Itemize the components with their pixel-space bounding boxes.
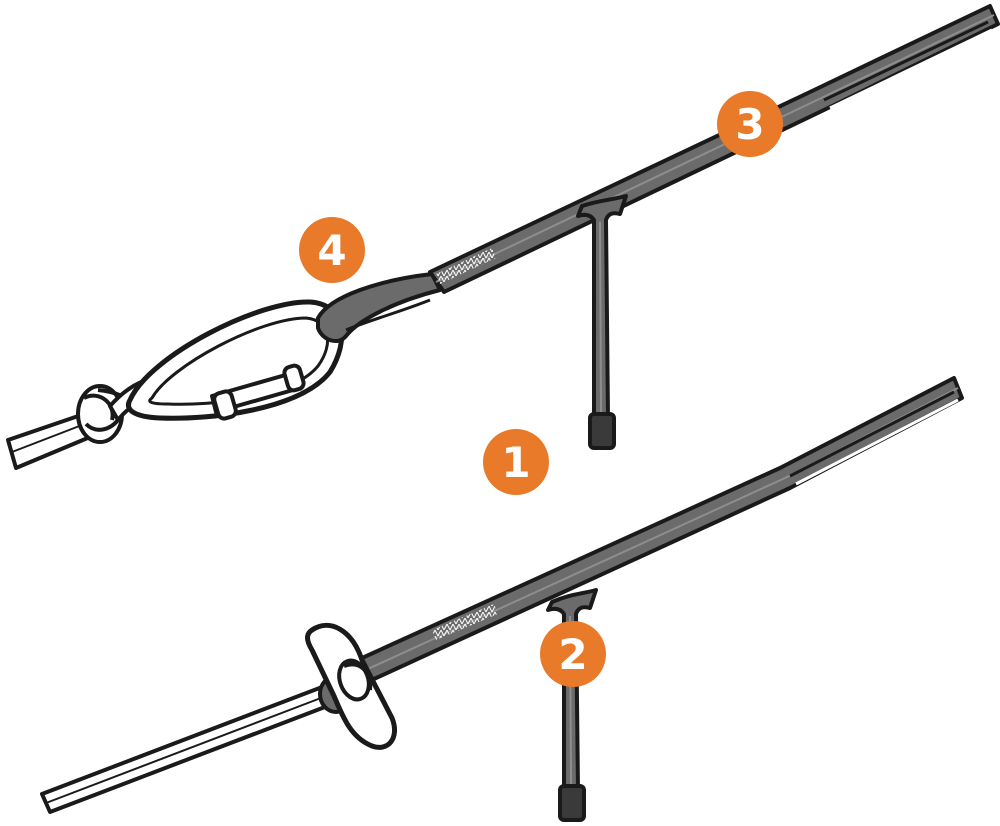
callout-1-label: 1 xyxy=(501,438,530,487)
callout-2-label: 2 xyxy=(558,630,587,679)
bottom-guyline-assembly xyxy=(40,376,964,822)
bottom-branch-stake xyxy=(546,588,598,822)
top-strap-loop xyxy=(316,272,442,344)
callout-1: 1 xyxy=(483,429,549,495)
callout-2: 2 xyxy=(540,621,606,687)
callout-3-label: 3 xyxy=(735,100,764,149)
carabiner-icon xyxy=(126,299,345,421)
top-branch-stake xyxy=(576,194,628,450)
cord-tensioner-icon xyxy=(305,622,397,750)
top-stitching xyxy=(436,248,496,284)
bottom-stitching xyxy=(432,604,498,640)
bottom-cord xyxy=(40,682,340,814)
top-strap xyxy=(428,4,1000,294)
callout-3: 3 xyxy=(717,91,783,157)
callout-4-label: 4 xyxy=(317,226,346,275)
bottom-stake-tip xyxy=(558,784,586,822)
callout-4: 4 xyxy=(299,217,365,283)
top-stake-tip xyxy=(588,412,616,450)
top-guyline-assembly xyxy=(6,4,1000,470)
bottom-strap xyxy=(338,376,964,692)
